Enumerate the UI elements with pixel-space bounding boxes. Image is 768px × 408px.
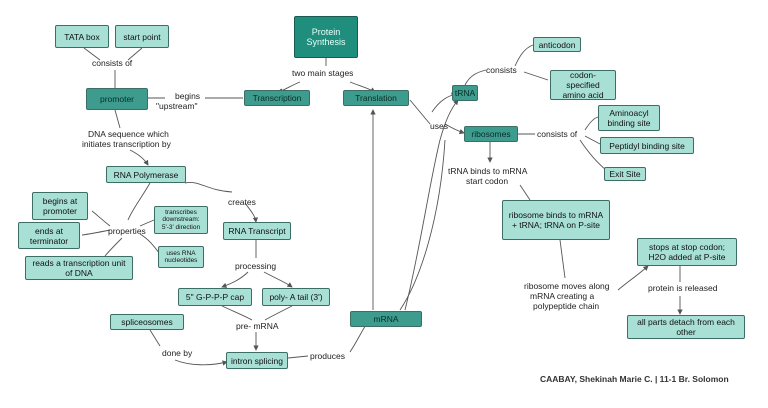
uses-rna-nucleotides-node[interactable]: uses RNA nucleotides xyxy=(158,246,204,268)
label-done-by: done by xyxy=(162,348,193,358)
edge-consists-peptidyl xyxy=(584,135,601,145)
edge-moves-stops xyxy=(617,265,649,291)
ends-at-terminator-node[interactable]: ends at terminator xyxy=(18,222,80,249)
edge-trnabinds-ribosomebinds xyxy=(519,184,531,201)
start-point-node[interactable]: start point xyxy=(115,25,169,48)
edge-processing-cap xyxy=(221,271,249,288)
label-processing: processing xyxy=(235,261,277,271)
edge-rnapol-properties xyxy=(127,182,151,221)
edge-translation-uses xyxy=(409,99,431,125)
label-properties: properties xyxy=(108,226,146,236)
protein-synthesis-node[interactable]: Protein Synthesis xyxy=(294,16,358,58)
edge-splicing-produces xyxy=(287,355,309,359)
label-ribosome-moves-1: ribosome moves along xyxy=(524,281,610,291)
edge-promoter-dna xyxy=(114,109,121,129)
rna-transcript-node[interactable]: RNA Transcript xyxy=(223,222,291,240)
label-trna-binds-1: tRNA binds to mRNA xyxy=(448,166,528,176)
poly-a-tail-node[interactable]: poly- A tail (3') xyxy=(262,288,330,306)
edge-prop-ends xyxy=(81,229,111,236)
exit-site-node[interactable]: Exit Site xyxy=(604,167,646,181)
peptidyl-site-node[interactable]: Peptidyl binding site xyxy=(600,137,694,154)
edge-processing-poly xyxy=(263,271,293,288)
ribosomes-node[interactable]: ribosomes xyxy=(464,126,518,142)
edge-uses-ribosomes xyxy=(444,123,465,135)
edge-mrna-trna xyxy=(404,99,459,311)
transcription-node[interactable]: Transcription xyxy=(244,90,310,106)
edge-prop-reads xyxy=(104,237,123,257)
reads-transcription-unit-node[interactable]: reads a transcription unit of DNA xyxy=(25,256,133,280)
codon-specified-node[interactable]: codon-specified amino acid xyxy=(550,70,616,100)
rna-polymerase-node[interactable]: RNA Polymerase xyxy=(106,166,186,183)
begins-at-promoter-node[interactable]: begins at promoter xyxy=(32,192,88,220)
label-upstream: "upstream" xyxy=(156,101,198,111)
edge-prop-uses xyxy=(139,233,161,255)
label-pre-mrna: pre- mRNA xyxy=(236,321,279,331)
aminoacyl-site-node[interactable]: Aminoacyl binding site xyxy=(598,105,660,131)
edge-tata xyxy=(83,47,101,61)
intron-splicing-node[interactable]: intron splicing xyxy=(226,352,288,369)
edge-spliceosomes-doneby xyxy=(149,329,161,347)
edge-ribosomebinds-moves xyxy=(559,239,566,279)
label-consists: consists xyxy=(486,65,517,75)
stops-at-stop-codon-node[interactable]: stops at stop codon; H2O added at P-site xyxy=(637,238,737,266)
author-credit: CAABAY, Shekinah Marie C. | 11-1 Br. Sol… xyxy=(540,374,729,384)
edge-ribosome-mrna xyxy=(399,139,446,311)
mrna-node[interactable]: mRNA xyxy=(350,311,422,327)
label-uses: uses xyxy=(430,121,448,131)
edge-doneby-splicing xyxy=(174,359,228,366)
label-produces: produces xyxy=(310,351,345,361)
edge-consists-codon xyxy=(523,71,549,81)
label-consists-of-ribosomes: consists of xyxy=(537,129,578,139)
label-dna-sequence-2: initiates transcription by xyxy=(82,139,171,149)
label-ribosome-moves-3: polypeptide chain xyxy=(533,301,600,311)
all-parts-detach-node[interactable]: all parts detach from each other xyxy=(627,315,745,339)
spliceosomes-node[interactable]: spliceosomes xyxy=(110,314,184,330)
tata-box-node[interactable]: TATA box xyxy=(55,25,109,48)
label-begins: begins xyxy=(175,91,201,101)
edge-rnapol-creates xyxy=(184,181,233,193)
label-creates: creates xyxy=(228,197,256,207)
label-consists-of-promoter: consists of xyxy=(92,58,133,68)
edge-trna-consists xyxy=(464,69,487,86)
trna-node[interactable]: tRNA xyxy=(452,85,478,101)
transcribes-downstream-node[interactable]: transcribes downstream: 5'-3' direction xyxy=(154,206,208,234)
edge-startpoint xyxy=(127,47,143,61)
edge-creates-transcript xyxy=(244,202,259,223)
anticodon-node[interactable]: anticodon xyxy=(533,37,581,52)
promoter-node[interactable]: promoter xyxy=(86,88,148,110)
label-two-main-stages: two main stages xyxy=(292,68,354,78)
edge-prop-begins xyxy=(91,210,111,227)
cap-node[interactable]: 5" G-P-P-P cap xyxy=(178,288,252,306)
edge-consists-aminoacyl xyxy=(584,116,599,131)
edge-dna-rnapol xyxy=(129,149,149,166)
edge-consists-anticodon xyxy=(514,44,534,67)
ribosome-binds-node[interactable]: ribosome binds to mRNA + tRNA; tRNA on P… xyxy=(502,200,610,240)
edge-poly-premrna xyxy=(264,305,293,321)
edge-cap-premrna xyxy=(221,305,253,321)
label-trna-binds-2: start codon xyxy=(466,176,509,186)
label-dna-sequence-1: DNA sequence which xyxy=(88,129,169,139)
label-ribosome-moves-2: mRNA creating a xyxy=(530,291,595,301)
translation-node[interactable]: Translation xyxy=(343,90,409,106)
label-protein-released: protein is released xyxy=(648,283,718,293)
edge-prop-transcribes xyxy=(139,219,155,227)
